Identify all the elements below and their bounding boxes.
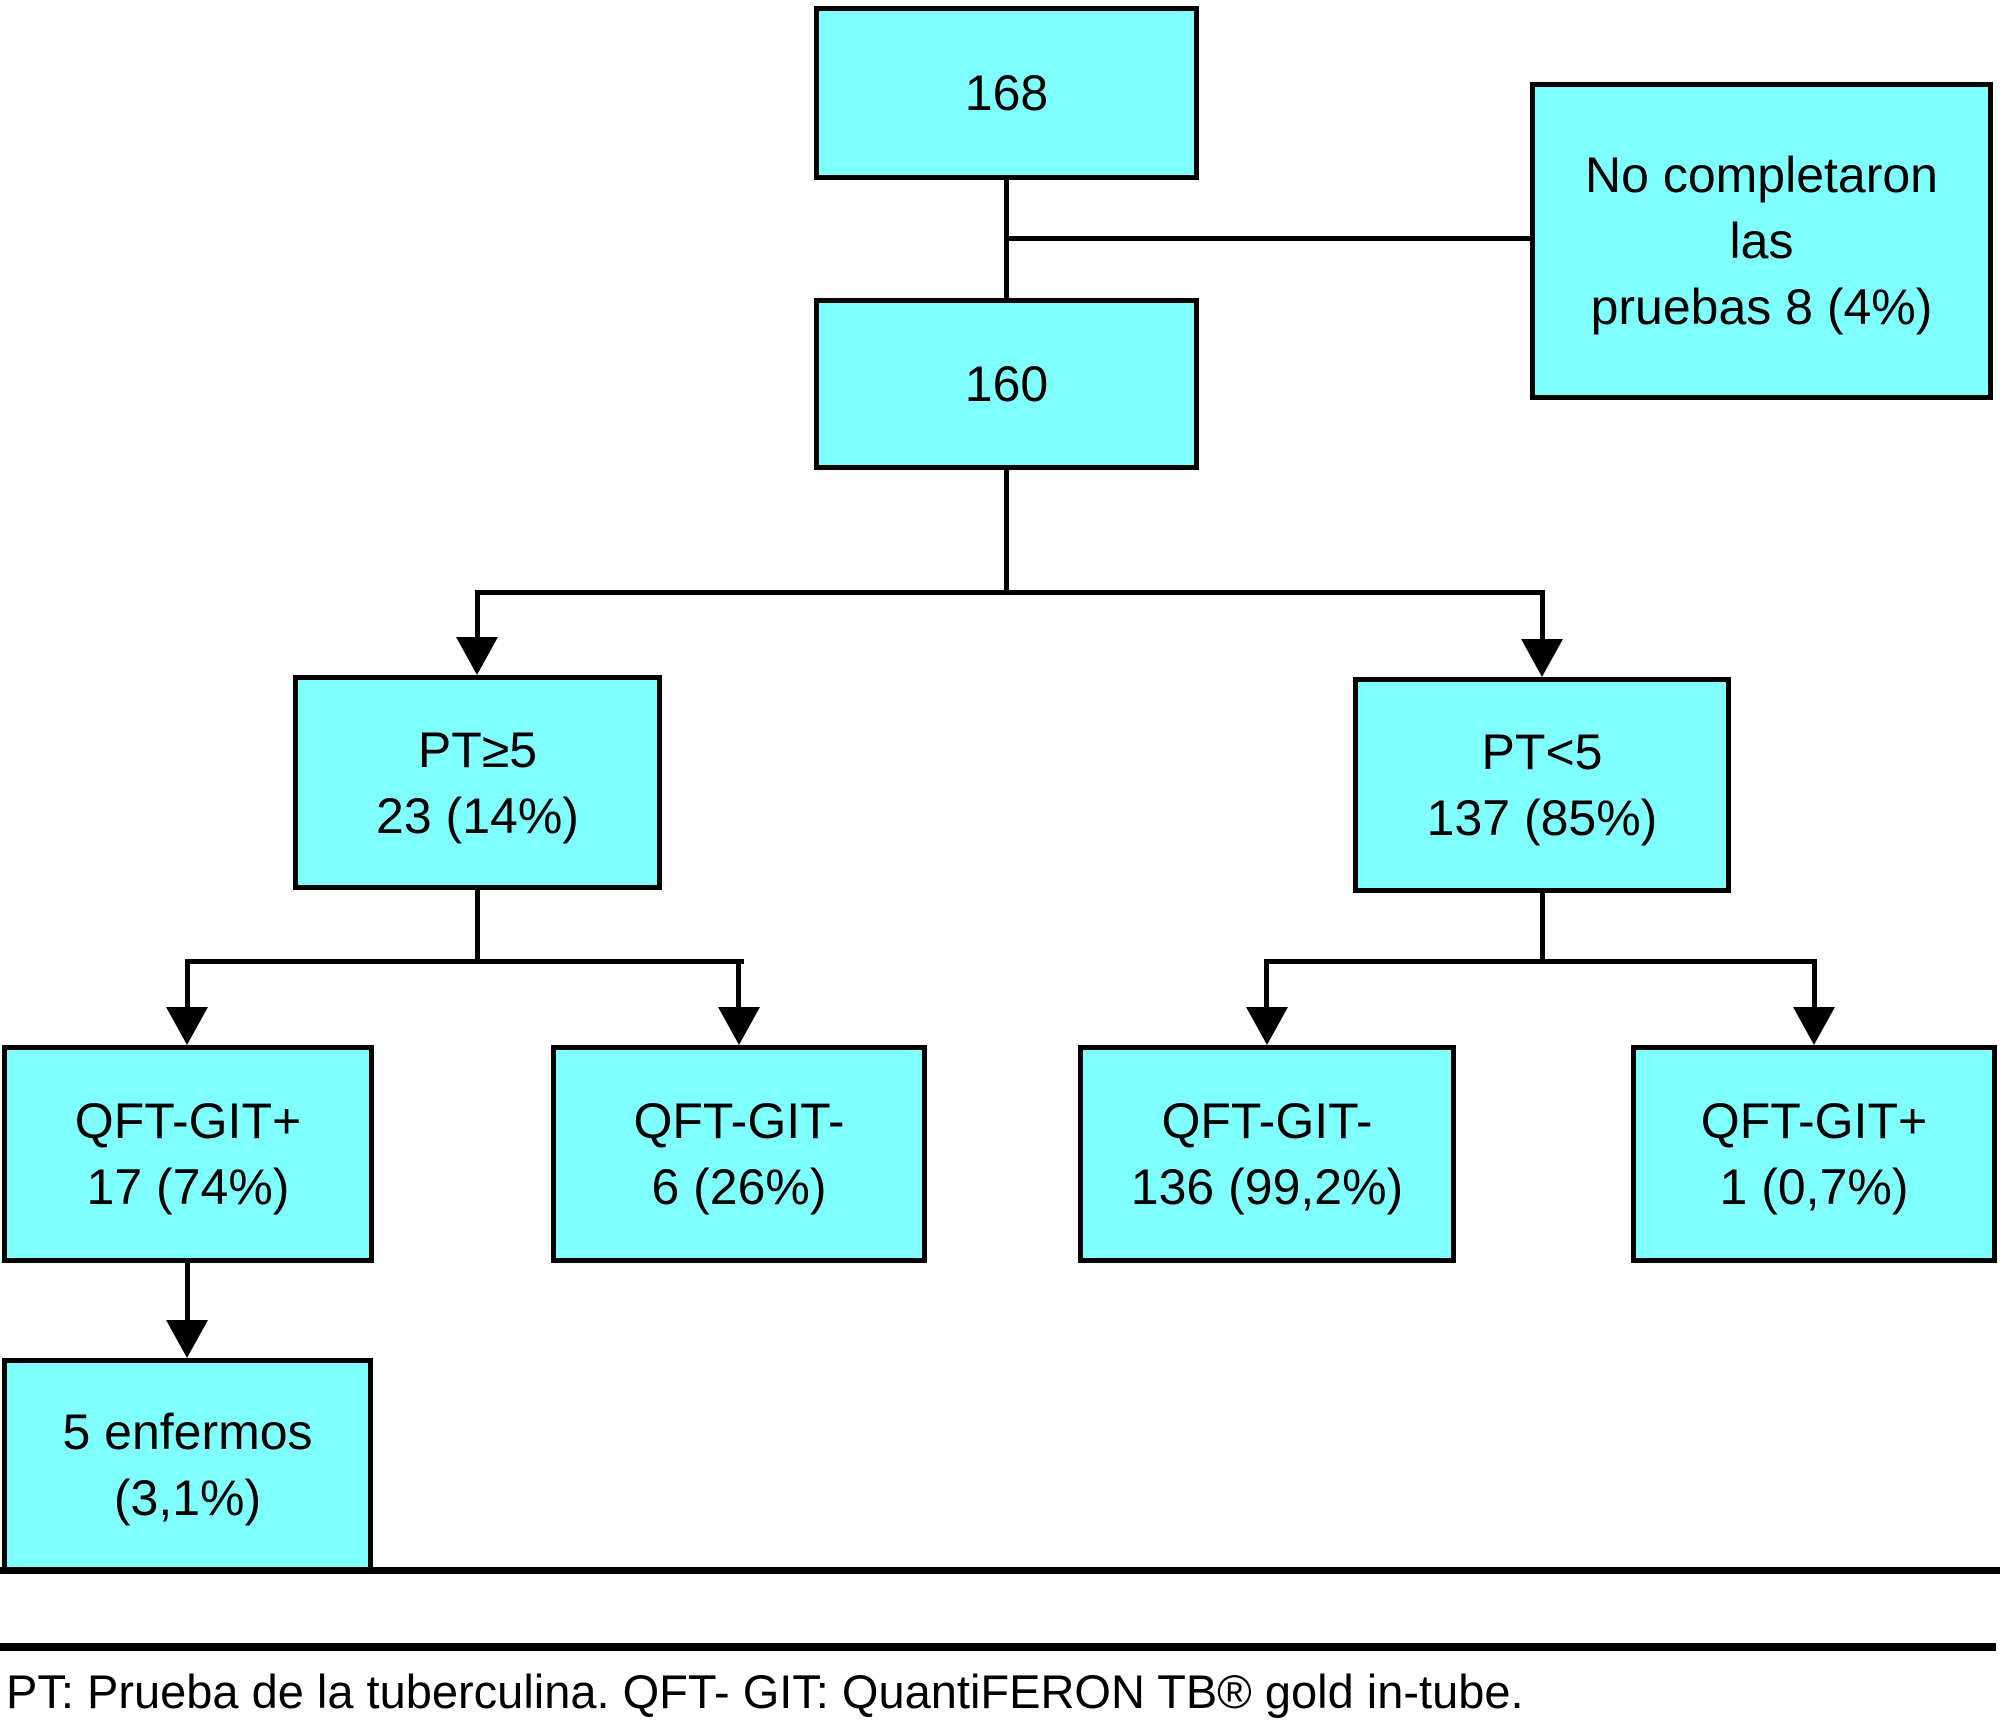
arrowhead-down-icon — [456, 637, 498, 675]
node-not-completed: No completaron las pruebas 8 (4%) — [1530, 82, 1993, 400]
arrow-shaft-qft-neg-right — [1264, 959, 1269, 1011]
arrowhead-down-icon — [1246, 1007, 1288, 1045]
node-text-line: pruebas 8 (4%) — [1590, 279, 1933, 335]
branch-row2-horizontal — [475, 590, 1545, 595]
node-text-line: 137 (85%) — [1426, 790, 1658, 846]
arrowhead-down-icon — [1793, 1007, 1835, 1045]
node-text-line: 17 (74%) — [86, 1159, 290, 1215]
node-text-line: QFT-GIT+ — [1700, 1093, 1928, 1149]
node-qft-git-neg-6: QFT-GIT- 6 (26%) — [551, 1045, 927, 1263]
branch-left-row3-horizontal — [185, 959, 744, 964]
node-text-line: 160 — [964, 356, 1049, 412]
node-pt-ge5: PT≥5 23 (14%) — [293, 675, 662, 890]
node-qft-git-pos-17: QFT-GIT+ 17 (74%) — [2, 1045, 374, 1263]
arrowhead-down-icon — [166, 1320, 208, 1358]
arrow-shaft-pt-lt5 — [1540, 590, 1545, 642]
node-text-line: las — [1729, 213, 1794, 269]
connector-pt-lt5-branch-vertical — [1540, 893, 1545, 964]
node-qft-git-pos-1: QFT-GIT+ 1 (0,7%) — [1631, 1045, 1997, 1263]
bottom-rule-lower — [0, 1643, 1996, 1651]
footnote-text: PT: Prueba de la tuberculina. QFT- GIT: … — [6, 1665, 1524, 1718]
node-completed-160: 160 — [814, 298, 1199, 470]
node-text-line: 6 (26%) — [651, 1159, 827, 1215]
node-total-168: 168 — [814, 6, 1199, 180]
node-pt-lt5: PT<5 137 (85%) — [1353, 677, 1731, 893]
arrow-shaft-pt-ge5 — [475, 590, 480, 640]
node-text-line: 136 (99,2%) — [1130, 1159, 1404, 1215]
branch-right-row3-horizontal — [1264, 959, 1817, 964]
arrowhead-down-icon — [1521, 639, 1563, 677]
node-text-line: QFT-GIT- — [1161, 1093, 1373, 1149]
node-text-line: PT<5 — [1481, 724, 1603, 780]
node-5-enfermos: 5 enfermos (3,1%) — [2, 1358, 373, 1572]
node-text-line: 1 (0,7%) — [1719, 1159, 1909, 1215]
node-text-line: 168 — [964, 65, 1049, 121]
arrow-shaft-qft-pos-left — [185, 959, 190, 1011]
arrow-shaft-sick — [185, 1263, 190, 1325]
node-text-line: PT≥5 — [417, 721, 538, 778]
bottom-rule-upper — [0, 1567, 2000, 1574]
connector-160-branch-vertical — [1004, 470, 1009, 595]
arrow-shaft-qft-neg-left — [736, 959, 741, 1011]
node-text-line: 5 enfermos — [62, 1404, 313, 1460]
node-text-line: QFT-GIT+ — [74, 1093, 302, 1149]
node-text-line: (3,1%) — [113, 1470, 262, 1526]
node-text-line: QFT-GIT- — [633, 1093, 845, 1149]
connector-to-not-completed-horizontal — [1004, 236, 1530, 241]
node-text-line: No completaron — [1585, 147, 1938, 203]
arrowhead-down-icon — [166, 1007, 208, 1045]
arrow-shaft-qft-pos-right — [1812, 959, 1817, 1011]
connector-pt-ge5-branch-vertical — [475, 890, 480, 964]
node-qft-git-neg-136: QFT-GIT- 136 (99,2%) — [1078, 1045, 1456, 1263]
arrowhead-down-icon — [718, 1007, 760, 1045]
node-text-line: 23 (14%) — [376, 787, 579, 844]
